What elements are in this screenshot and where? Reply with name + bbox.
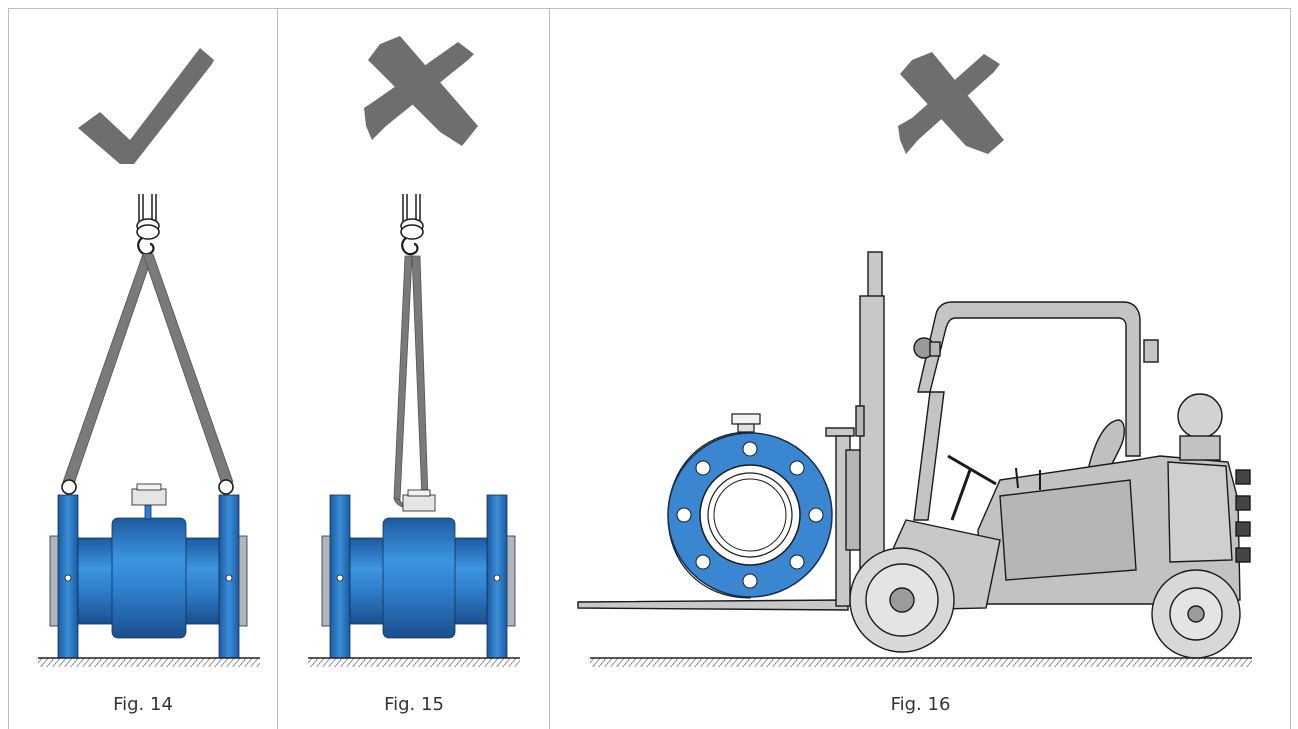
figure-15-panel <box>278 8 550 729</box>
flowmeter-fig14 <box>49 483 248 659</box>
lifting-eyes <box>61 479 234 495</box>
ground-hatching <box>308 657 520 667</box>
figure-14-caption: Fig. 14 <box>113 694 173 715</box>
flowmeter-fig15 <box>321 489 516 659</box>
figure-14-panel <box>8 8 278 729</box>
cross-icon <box>364 36 478 146</box>
crane-hook <box>400 194 424 256</box>
figure-16-caption: Fig. 16 <box>890 694 951 715</box>
figure-16-panel <box>550 8 1291 729</box>
forklift <box>577 251 1251 659</box>
crane-hook <box>136 194 160 256</box>
figure-15-caption: Fig. 15 <box>384 694 444 715</box>
cross-icon <box>898 52 1004 154</box>
lifting-sling-loop <box>393 255 429 509</box>
lifting-slings <box>62 253 234 485</box>
flowmeter-fig16 <box>667 413 833 599</box>
check-icon <box>78 48 214 164</box>
ground-hatching <box>590 657 1252 667</box>
ground-hatching <box>38 657 260 667</box>
